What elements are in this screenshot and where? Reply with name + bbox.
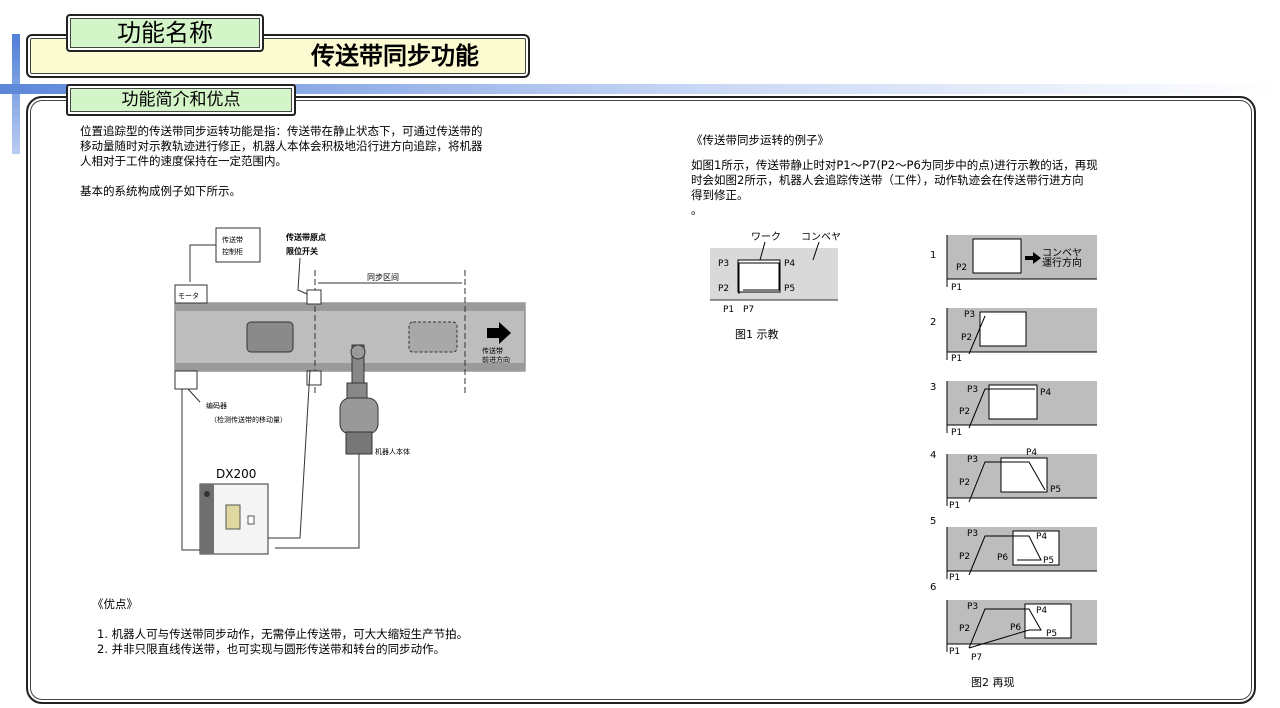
fig1-workpiece <box>737 259 781 293</box>
fig2-point: P2 <box>956 263 967 273</box>
fig2-caption: 图2 再现 <box>971 676 1015 689</box>
fig2-arrow-icon <box>1025 252 1041 264</box>
fig2-direction-label: 運行方向 <box>1042 256 1082 269</box>
example-title: 《传送带同步运转的例子》 <box>691 133 829 147</box>
encoder <box>174 370 198 390</box>
encoder-label: 编码器 <box>206 401 227 410</box>
direction-label: 传送带 <box>482 346 503 355</box>
function-name: 传送带同步功能 <box>311 41 479 70</box>
controller-box-label: 传送带 <box>222 235 243 244</box>
fig2-point: P1 <box>951 283 962 293</box>
step-number: 1 <box>930 250 936 261</box>
fig2-point: P3 <box>967 602 978 612</box>
description-line: 移动量随时对示教轨迹进行修正，机器人本体会积极地沿行进方向追踪，将机器 <box>80 139 483 153</box>
example-dot: 。 <box>691 203 703 217</box>
example-text: 如图1所示，传送带静止时对P1～P7(P2～P6为同步中的点)进行示教的话，再现… <box>691 158 1131 218</box>
advantage-item: 2. 并非只限直线传送带，也可实现与圆形传送带和转台的同步动作。 <box>97 642 446 656</box>
robot-label: 机器人本体 <box>375 447 410 456</box>
fig2-point: P6 <box>997 553 1008 563</box>
direction-label: 前进方向 <box>482 355 510 364</box>
figure1-teach: ワーク コンベヤ P3 P4 P2 P5 P1 P7 图1 示教 <box>710 231 841 341</box>
fig2-point: P4 <box>1026 448 1037 458</box>
fig2-point: P3 <box>967 529 978 539</box>
origin-switch-label: 限位开关 <box>286 246 318 256</box>
fig2-point: P7 <box>971 653 982 663</box>
conveyor-rail <box>175 363 525 371</box>
step-number: 5 <box>930 516 936 527</box>
fig1-conveyor-label: コンベヤ <box>801 231 841 243</box>
accent-vertical-bar <box>12 34 20 154</box>
fig1-point: P1 <box>723 305 734 315</box>
fig2-point: P3 <box>967 455 978 465</box>
fig2-point: P4 <box>1036 532 1047 542</box>
fig2-direction-label: コンベヤ <box>1042 247 1082 259</box>
fig2-point: P1 <box>949 573 960 583</box>
fig2-point: P2 <box>961 333 972 343</box>
dx200-label: DX200 <box>216 467 256 481</box>
fig1-point: P3 <box>718 259 729 269</box>
fig2-point: P1 <box>949 647 960 657</box>
fig2-point: P4 <box>1036 606 1047 616</box>
system-intro: 基本的系统构成例子如下所示。 <box>80 184 241 198</box>
fig1-work-label: ワーク <box>751 231 781 243</box>
fig2-point: P2 <box>959 407 970 417</box>
fig2-point: P3 <box>964 310 975 320</box>
direction-arrow-icon <box>487 322 511 344</box>
fig2-point: P1 <box>951 354 962 364</box>
step-number: 3 <box>930 382 936 393</box>
fig2-point: P6 <box>1010 623 1021 633</box>
encoder-label: （检测传送带的移动量） <box>210 415 287 424</box>
conveyor-rail <box>175 303 525 311</box>
fig1-caption: 图1 示教 <box>735 328 779 341</box>
motor <box>174 284 208 304</box>
fig2-point: P3 <box>967 385 978 395</box>
fig1-point: P4 <box>784 259 795 269</box>
description-line: 人相对于工件的速度保持在一定范围内。 <box>80 154 287 168</box>
workpiece <box>246 321 294 353</box>
origin-switch <box>306 289 322 305</box>
fig1-point: P2 <box>718 284 729 294</box>
step-number: 2 <box>930 317 936 328</box>
fig2-point: P5 <box>1043 556 1054 566</box>
fig2-point: P1 <box>949 501 960 511</box>
system-diagram: 传送带 前进方向 同步区间 传送带原点 限位开关 传送带 控制柜 モータ 编码器… <box>174 227 526 555</box>
example-line: 得到修正。 <box>691 188 749 202</box>
fig1-point: P5 <box>784 284 795 294</box>
example-line: 时会如图2所示，机器人会追踪传送带（工件），动作轨迹会在传送带行进方向 <box>691 173 1084 187</box>
advantage-item: 1. 机器人可与传送带同步动作，无需停止传送带，可大大缩短生产节拍。 <box>97 627 469 641</box>
example-line: 如图1所示，传送带静止时对P1～P7(P2～P6为同步中的点)进行示教的话，再现 <box>691 158 1098 172</box>
fig2-point: P2 <box>959 624 970 634</box>
function-label: 功能名称 <box>66 14 264 52</box>
advantages-list: 1. 机器人可与传送带同步动作，无需停止传送带，可大大缩短生产节拍。 2. 并非… <box>97 627 537 657</box>
sync-area-label: 同步区间 <box>367 273 399 282</box>
step-number: 4 <box>930 450 936 461</box>
robot <box>339 344 379 455</box>
description: 位置追踪型的传送带同步运转功能是指：传送带在静止状态下，可通过传送带的 移动量随… <box>80 124 540 169</box>
conveyor-belt <box>174 302 526 372</box>
workpiece-moved <box>408 321 458 353</box>
fig2-point: P2 <box>959 478 970 488</box>
origin-switch-label: 传送带原点 <box>285 232 326 242</box>
intro-label: 功能简介和优点 <box>66 84 296 116</box>
fig2-point: P5 <box>1050 485 1061 495</box>
fig2-point: P5 <box>1046 629 1057 639</box>
motor-label: モータ <box>178 291 199 300</box>
step-number: 6 <box>930 582 936 593</box>
accent-horizontal-bar <box>0 84 1280 94</box>
description-line: 位置追踪型的传送带同步运转功能是指：传送带在静止状态下，可通过传送带的 <box>80 124 483 138</box>
fig2-point: P4 <box>1040 388 1051 398</box>
advantages-title: 《优点》 <box>92 597 138 611</box>
fig2-point: P2 <box>959 552 970 562</box>
figure2-playback: 1 コンベヤ 運行方向 P2 P1 2 P3 P2 P1 3 P3 P4 P2 … <box>930 235 1097 689</box>
conveyor-controller <box>215 227 261 263</box>
fig1-point: P7 <box>743 305 754 315</box>
controller-box-label: 控制柜 <box>222 247 243 256</box>
fig2-point: P1 <box>951 428 962 438</box>
